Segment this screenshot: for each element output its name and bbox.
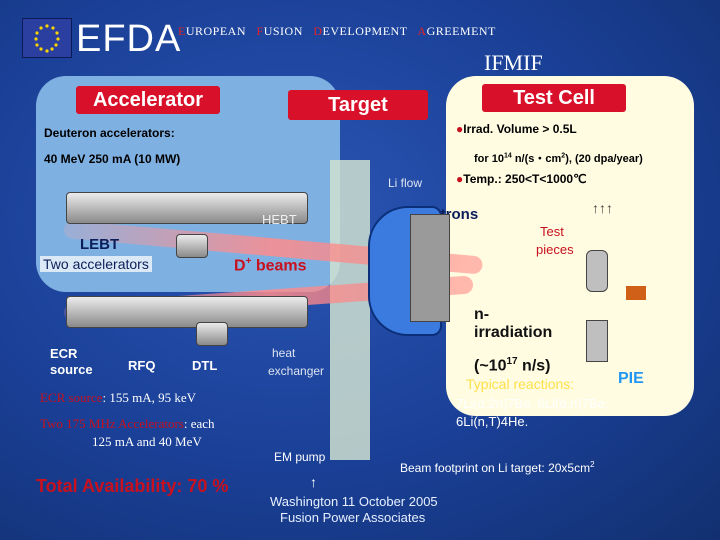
li-flow-label: Li flow xyxy=(388,176,423,190)
efda-logo-text: EFDA xyxy=(76,18,182,60)
flux-spec: for 1014 n/(s・cm2), (20 dpa/year) xyxy=(474,152,643,165)
footer-date: Washington 11 October 2005 xyxy=(270,494,438,509)
agreement-line: EUROPEAN FUSION DEVELOPMENT AGREEMENT xyxy=(178,24,496,38)
test-cell-panel xyxy=(446,76,694,416)
specimen-1 xyxy=(586,250,608,292)
pie-label: PIE xyxy=(618,370,644,387)
availability-text: Total Availability: 70 % xyxy=(36,476,229,496)
hebt-label: HEBT xyxy=(262,212,297,227)
footer-org: Fusion Power Associates xyxy=(280,510,426,525)
upper-rfq-module xyxy=(176,234,208,258)
specimen-2 xyxy=(586,320,608,362)
source-label: source xyxy=(50,362,93,377)
accelerator-title: Accelerator xyxy=(76,86,220,114)
reactions-line-1: 7Li(d,2n)7Be, 6Li(d,n)7Be, xyxy=(456,396,609,411)
n-label: n- xyxy=(474,306,490,323)
two-175-text: Two 175 MHz Accelerators: each xyxy=(40,416,215,431)
two-175-text-line2: 125 mA and 40 MeV xyxy=(92,434,202,449)
d-beams-label: D+ beams xyxy=(234,256,307,275)
irrad-volume: ●Irrad. Volume > 0.5L xyxy=(456,122,577,136)
beam-footprint: Beam footprint on Li target: 20x5cm2 xyxy=(400,460,595,475)
temp-spec: ●Temp.: 250<T<1000℃ xyxy=(456,172,587,186)
heat-label: heat xyxy=(272,346,296,360)
target-column xyxy=(330,160,370,460)
test-cell-module xyxy=(410,214,450,322)
irradiation-label: irradiation xyxy=(474,324,553,341)
em-pump-label: EM pump xyxy=(274,450,326,464)
upper-accelerator xyxy=(66,192,308,224)
dtl-label: DTL xyxy=(192,358,218,373)
ecr-source-text: ECR source: 155 mA, 95 keV xyxy=(40,390,196,405)
deuteron-label: Deuteron accelerators: xyxy=(44,126,175,140)
orange-arrow-icon xyxy=(626,286,646,300)
two-accelerators-label: Two accelerators xyxy=(40,256,152,272)
accel-spec: 40 MeV 250 mA (10 MW) xyxy=(44,152,181,166)
up-arrow-icon: ↑ xyxy=(310,474,317,490)
reactions-line-2: 6Li(n,T)4He. xyxy=(456,414,529,429)
flux2-label: (~1017 n/s) xyxy=(474,356,551,375)
ecr-label: ECR xyxy=(50,346,78,361)
pieces-label: pieces xyxy=(536,242,574,257)
target-title: Target xyxy=(288,90,428,120)
rfq-label: RFQ xyxy=(128,358,156,373)
test-cell-title: Test Cell xyxy=(482,84,626,112)
lower-rfq-module xyxy=(196,322,228,346)
eu-flag-logo xyxy=(22,18,72,58)
test-label: Test xyxy=(540,224,564,239)
typical-reactions-label: Typical reactions: xyxy=(466,376,575,392)
specimen-arrows-icon: ↑↑↑ xyxy=(592,200,613,216)
ifmif-title: IFMIF xyxy=(484,50,543,75)
lower-accelerator xyxy=(66,296,308,328)
exchanger-label: exchanger xyxy=(268,364,325,378)
lebt-label: LEBT xyxy=(80,236,120,253)
